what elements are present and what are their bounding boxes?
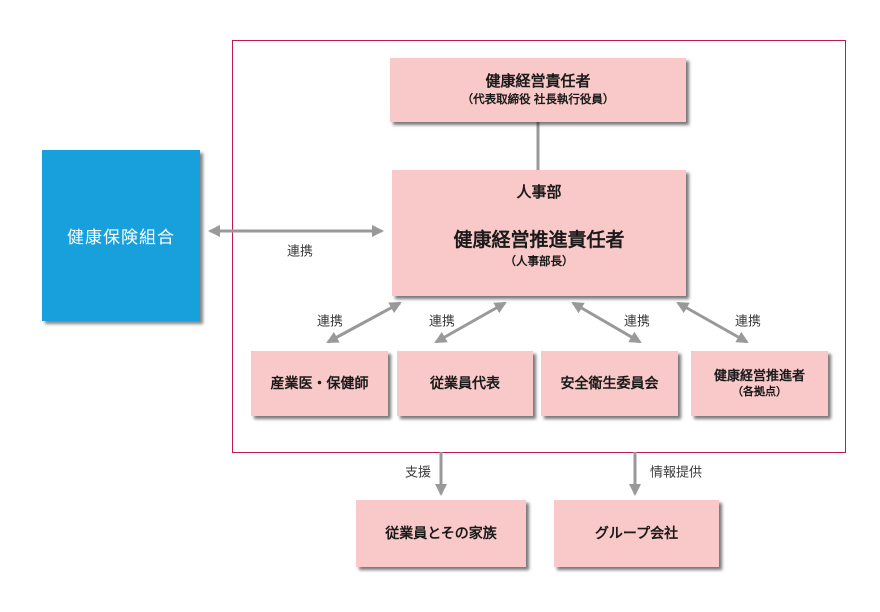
box-group-companies-label: グループ会社: [594, 525, 679, 542]
label-renkei-insurance: 連携: [286, 243, 314, 259]
box-employee-representative-label: 従業員代表: [430, 375, 500, 392]
box-health-insurance-union-label: 健康保険組合: [67, 228, 175, 247]
label-renkei-occupational: 連携: [316, 313, 344, 329]
box-health-promoters-sublabel: （各拠点）: [732, 385, 787, 398]
box-health-promoters-label: 健康経営推進者: [713, 367, 805, 383]
box-employees-families-label: 従業員とその家族: [385, 525, 497, 542]
box-hr-dept-label: 人事部: [516, 184, 562, 201]
box-hr-department: 人事部 健康経営推進責任者 （人事部長）: [392, 170, 686, 296]
box-executive-title: 健康経営責任者: [485, 72, 591, 90]
box-safety-health-committee: 安全衛生委員会: [541, 351, 678, 416]
label-renkei-employee-rep: 連携: [428, 313, 456, 329]
box-executive-subtitle: （代表取締役 社長執行役員）: [461, 94, 615, 107]
box-occupational-physician: 産業医・保健師: [251, 351, 388, 416]
box-hr-subtitle: （人事部長）: [504, 255, 574, 268]
label-joho-teikyo: 情報提供: [649, 464, 703, 480]
label-shien: 支援: [404, 464, 432, 480]
box-health-promoters: 健康経営推進者 （各拠点）: [691, 351, 828, 416]
governance-boundary: [232, 40, 846, 453]
box-executive: 健康経営責任者 （代表取締役 社長執行役員）: [390, 58, 686, 122]
box-group-companies: グループ会社: [554, 500, 719, 567]
box-hr-title: 健康経営推進責任者: [453, 230, 625, 252]
box-employees-families: 従業員とその家族: [356, 500, 526, 567]
label-renkei-promoters: 連携: [734, 313, 762, 329]
box-occupational-physician-label: 産業医・保健師: [270, 375, 369, 392]
box-health-insurance-union: 健康保険組合: [42, 150, 200, 321]
label-renkei-safety: 連携: [623, 313, 651, 329]
box-employee-representative: 従業員代表: [397, 351, 533, 416]
box-safety-health-committee-label: 安全衛生委員会: [560, 375, 659, 392]
